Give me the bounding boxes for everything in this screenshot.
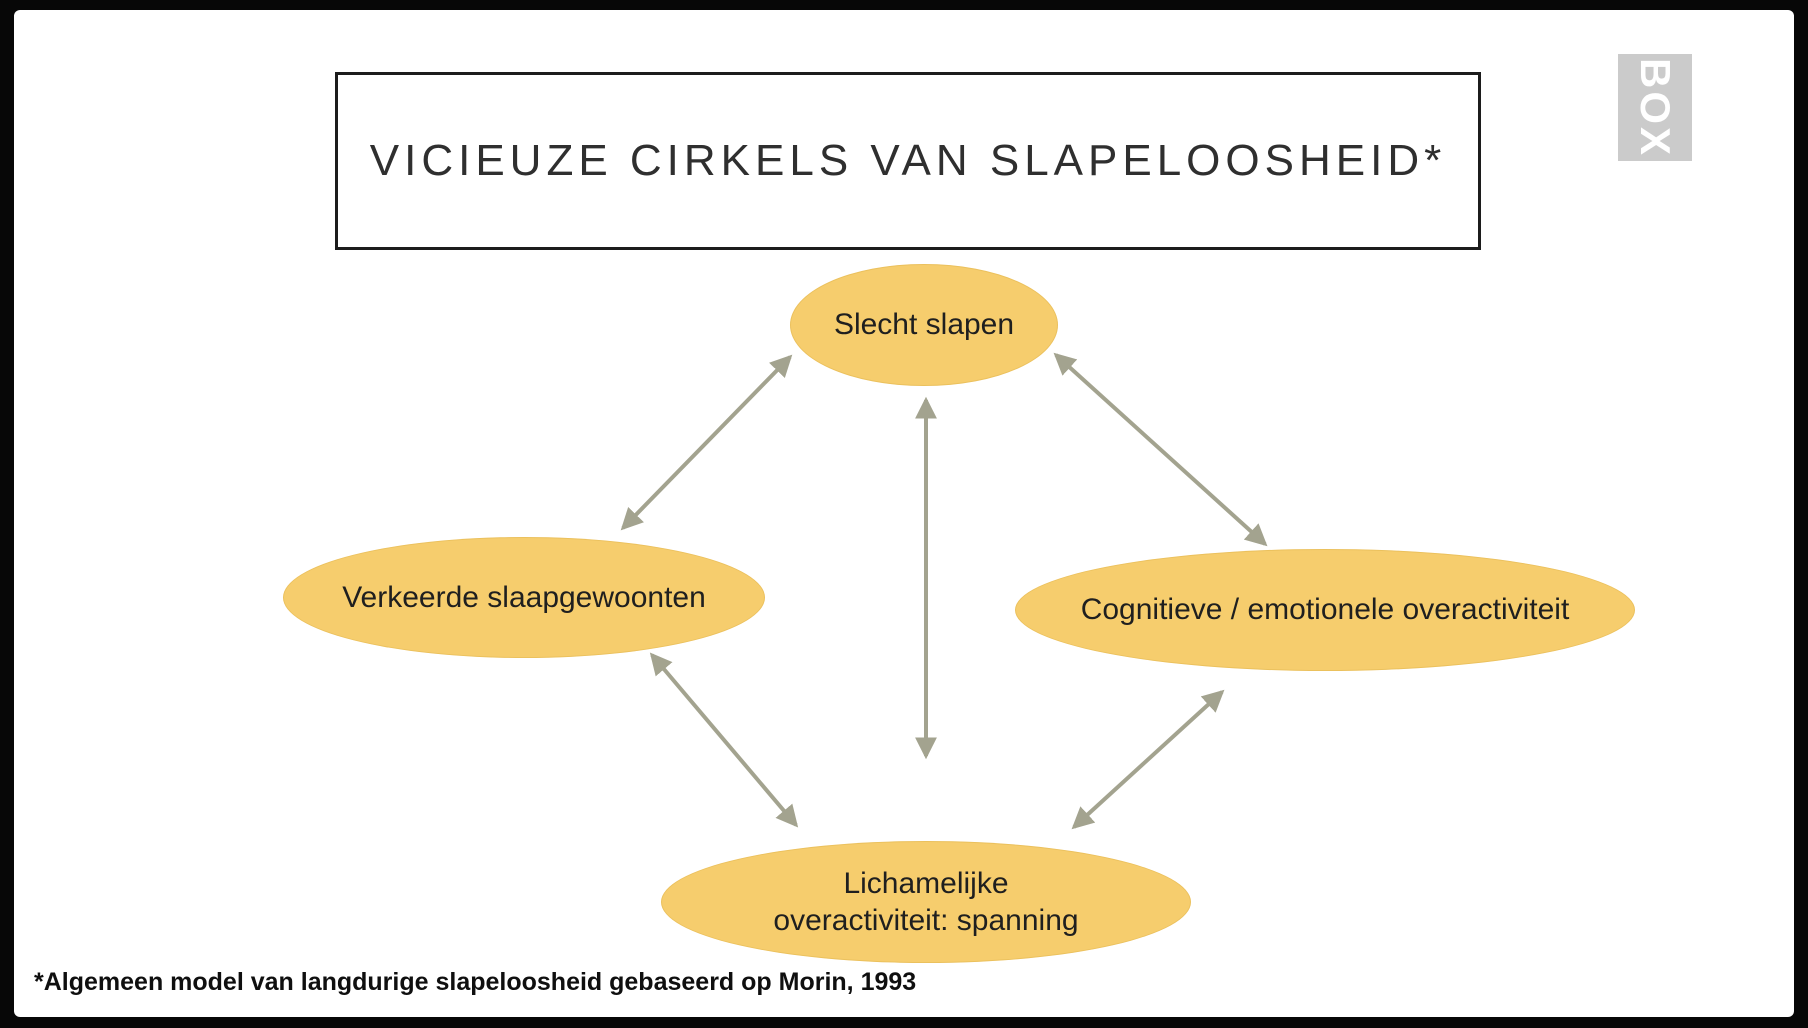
footnote: *Algemeen model van langdurige slapeloos… — [34, 968, 917, 996]
node-slecht-slapen: Slecht slapen — [790, 264, 1058, 386]
node-label: Cognitieve / emotionele overactiviteit — [1080, 593, 1570, 627]
node-label: Verkeerde slaapgewoonten — [342, 580, 706, 614]
node-verkeerde-slaapgewoonten: Verkeerde slaapgewoonten — [283, 537, 765, 658]
node-label: Lichamelijke overactiviteit: spanning — [773, 866, 1079, 938]
title-box: VICIEUZE CIRKELS VAN SLAPELOOSHEID* — [335, 72, 1481, 250]
box-logo-text: BOX — [1632, 57, 1680, 158]
node-lichamelijke-overactiviteit-spanning: Lichamelijke overactiviteit: spanning — [661, 841, 1191, 963]
node-cognitieve-emotionele-overactiviteit: Cognitieve / emotionele overactiviteit — [1015, 549, 1635, 671]
node-label: Slecht slapen — [833, 308, 1015, 342]
box-logo: BOX — [1618, 54, 1692, 161]
page-title: VICIEUZE CIRKELS VAN SLAPELOOSHEID* — [369, 136, 1447, 185]
